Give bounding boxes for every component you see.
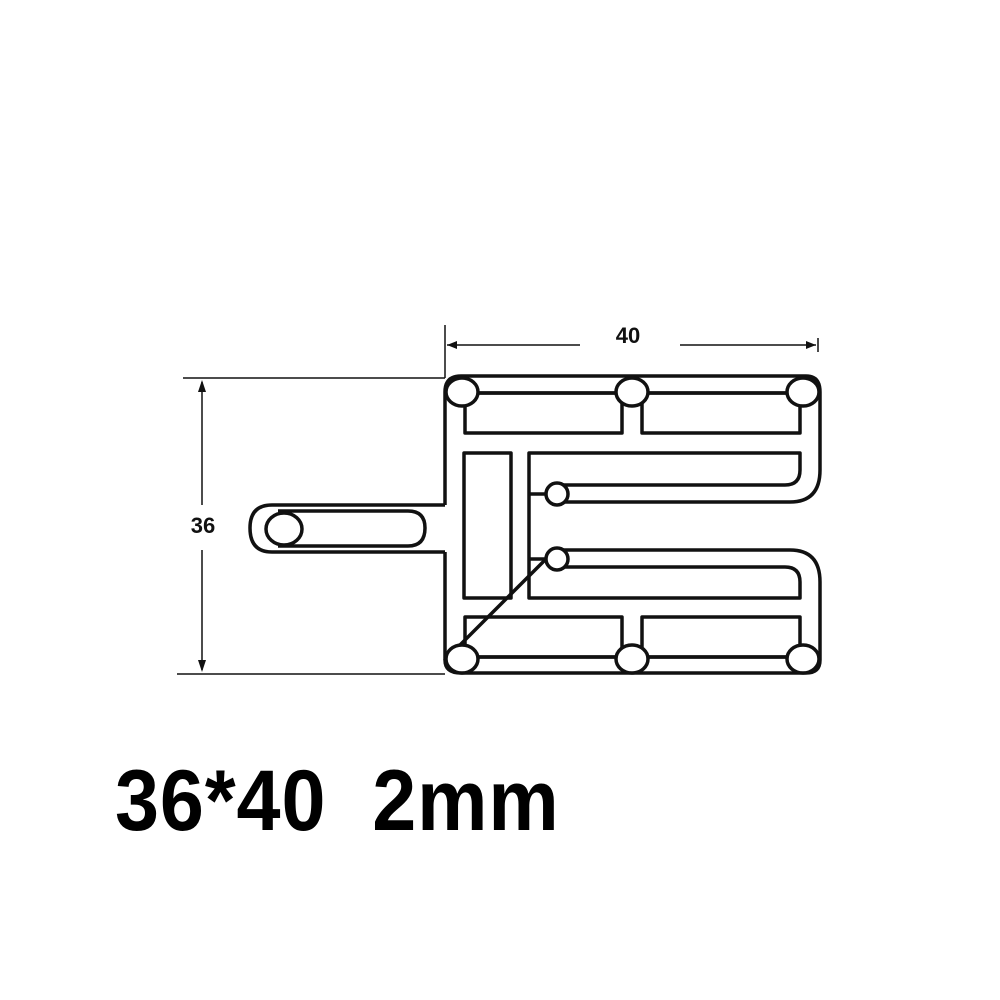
- profile-outline: [248, 374, 822, 675]
- arrow-down-icon: [198, 660, 206, 672]
- middle-left-slot: [462, 451, 513, 600]
- tab-slot: [278, 509, 427, 548]
- dimension-lines: [177, 325, 819, 675]
- top-left-cell: [463, 391, 624, 435]
- bottom-right-cell: [640, 615, 802, 659]
- boss-bottom-center: [614, 643, 650, 675]
- arrow-up-icon: [198, 380, 206, 392]
- width-label: 40: [616, 323, 640, 348]
- boss-bottom-left: [444, 643, 480, 675]
- boss-top-right: [785, 376, 821, 408]
- arrow-left-icon: [447, 341, 457, 349]
- boss-top-center: [614, 376, 650, 408]
- boss-bottom-right: [785, 643, 821, 675]
- boss-gap-upper: [555, 486, 561, 501]
- top-right-cell: [640, 391, 802, 435]
- inner-e-shape: [527, 451, 802, 600]
- screw-bosses: [264, 376, 821, 675]
- arrow-right-icon: [806, 341, 816, 349]
- bottom-left-cell: [463, 615, 624, 659]
- outer-top-right: [443, 374, 822, 504]
- tab-hole: [264, 511, 304, 547]
- boss-gap-lower: [555, 551, 561, 566]
- boss-top-left: [444, 376, 480, 408]
- dimension-arrows: [198, 341, 816, 672]
- height-label: 36: [191, 513, 215, 538]
- tab-outer: [248, 503, 445, 554]
- size-caption: 36*40 2mm: [115, 753, 560, 849]
